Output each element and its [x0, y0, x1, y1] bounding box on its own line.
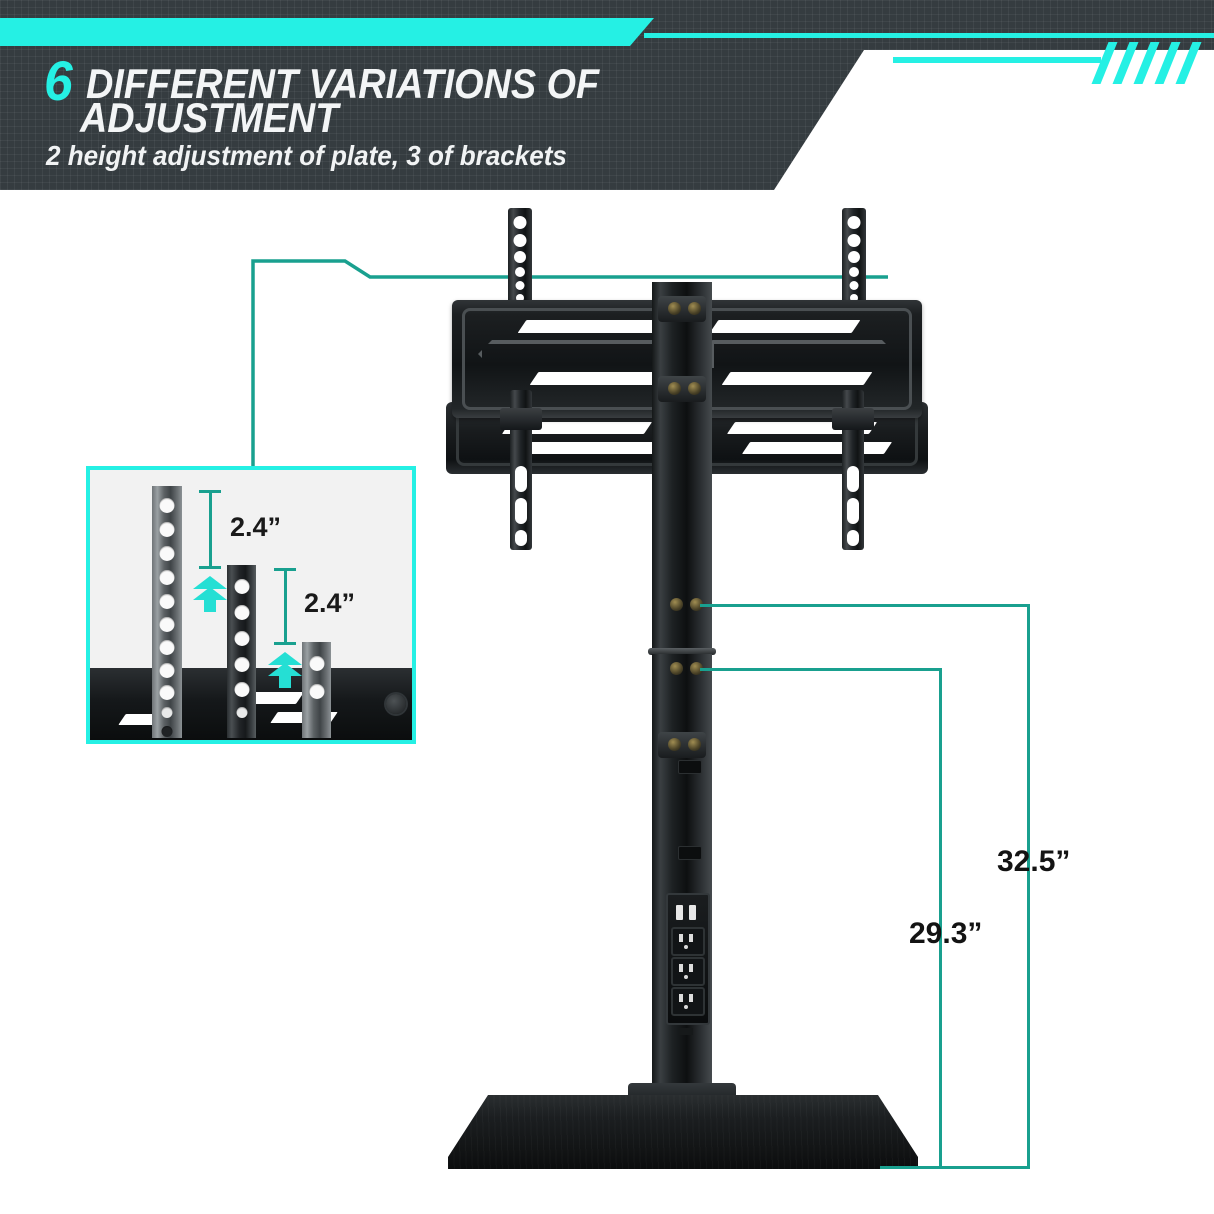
dim-29-vertical	[939, 668, 942, 1169]
variation-count: 6	[44, 49, 73, 112]
cable-clip-lower	[678, 846, 702, 860]
pole-screw-e	[668, 738, 681, 751]
header-accent-bar-top	[0, 18, 654, 46]
dim-32-vertical	[1027, 604, 1030, 1169]
measure-1-line	[209, 490, 212, 568]
measure-1-label: 2.4”	[230, 512, 282, 542]
bracket-rail-short	[302, 642, 331, 738]
cable-clip-upper	[678, 760, 702, 774]
header-title-row-1: 6 DIFFERENT VARIATIONS OF	[44, 48, 656, 113]
adjust-up-arrow-1	[193, 576, 227, 612]
measure-2-line	[284, 568, 287, 644]
tv-rail-right-upper	[842, 208, 866, 316]
measure-1-cap-bottom	[199, 566, 221, 569]
height-screw-low-a	[670, 662, 683, 675]
usb-port-2	[689, 905, 696, 920]
power-outlet-panel[interactable]	[666, 893, 710, 1025]
tv-bracket-arm-right	[842, 390, 864, 550]
page-title-line2: ADJUSTMENT	[80, 94, 339, 141]
ac-socket-2[interactable]	[671, 957, 705, 986]
pole-screw-c	[668, 382, 681, 395]
page-title: DIFFERENT VARIATIONS OF	[86, 60, 600, 107]
pole-screw-b	[688, 302, 701, 315]
ac-socket-3[interactable]	[671, 987, 705, 1016]
plate-arrow-slot-right	[710, 340, 896, 368]
header-banner: 6 DIFFERENT VARIATIONS OF ADJUSTMENT 2 he…	[0, 0, 1214, 190]
height-screw-high-b	[690, 598, 703, 611]
dim-29-bottom-tick	[880, 1166, 942, 1169]
pole-screw-a	[668, 302, 681, 315]
product-illustration: 32.5” 29.3”	[0, 190, 1214, 1214]
height-screw-low-b	[690, 662, 703, 675]
base-plate	[448, 1095, 918, 1169]
center-pole-upper	[652, 282, 712, 652]
tv-bracket-arm-left	[510, 390, 532, 550]
height-screw-high-a	[670, 598, 683, 611]
adjustment-detail-inset: 2.4” 2.4”	[86, 466, 416, 744]
header-accent-rule	[644, 33, 1214, 38]
measure-2-cap-bottom	[274, 642, 296, 645]
dim-32-label: 32.5”	[997, 845, 1071, 878]
header-accent-rule-lower	[893, 57, 1101, 63]
dim-29-top-tick	[700, 668, 942, 671]
adjust-up-arrow-2	[268, 652, 302, 688]
ac-socket-1[interactable]	[671, 927, 705, 956]
page-subtitle: 2 height adjustment of plate, 3 of brack…	[46, 140, 567, 171]
pole-screw-f	[688, 738, 701, 751]
dim-29-label: 29.3”	[909, 917, 983, 950]
bracket-rail-tall	[152, 486, 182, 738]
dim-32-top-tick	[700, 604, 1030, 607]
bracket-clamp-right	[832, 408, 874, 430]
usb-port-1	[676, 905, 683, 920]
plate-arrow-slot-left	[478, 340, 664, 368]
panel-foot-marker	[679, 1028, 693, 1035]
dim-32-bottom-tick	[930, 1166, 1030, 1169]
diagonal-stripes-decoration	[1091, 42, 1208, 84]
measure-2-label: 2.4”	[304, 588, 356, 618]
pole-screw-d	[688, 382, 701, 395]
bracket-clamp-left	[500, 408, 542, 430]
bracket-rail-medium	[227, 565, 256, 738]
pole-seam	[648, 648, 716, 655]
